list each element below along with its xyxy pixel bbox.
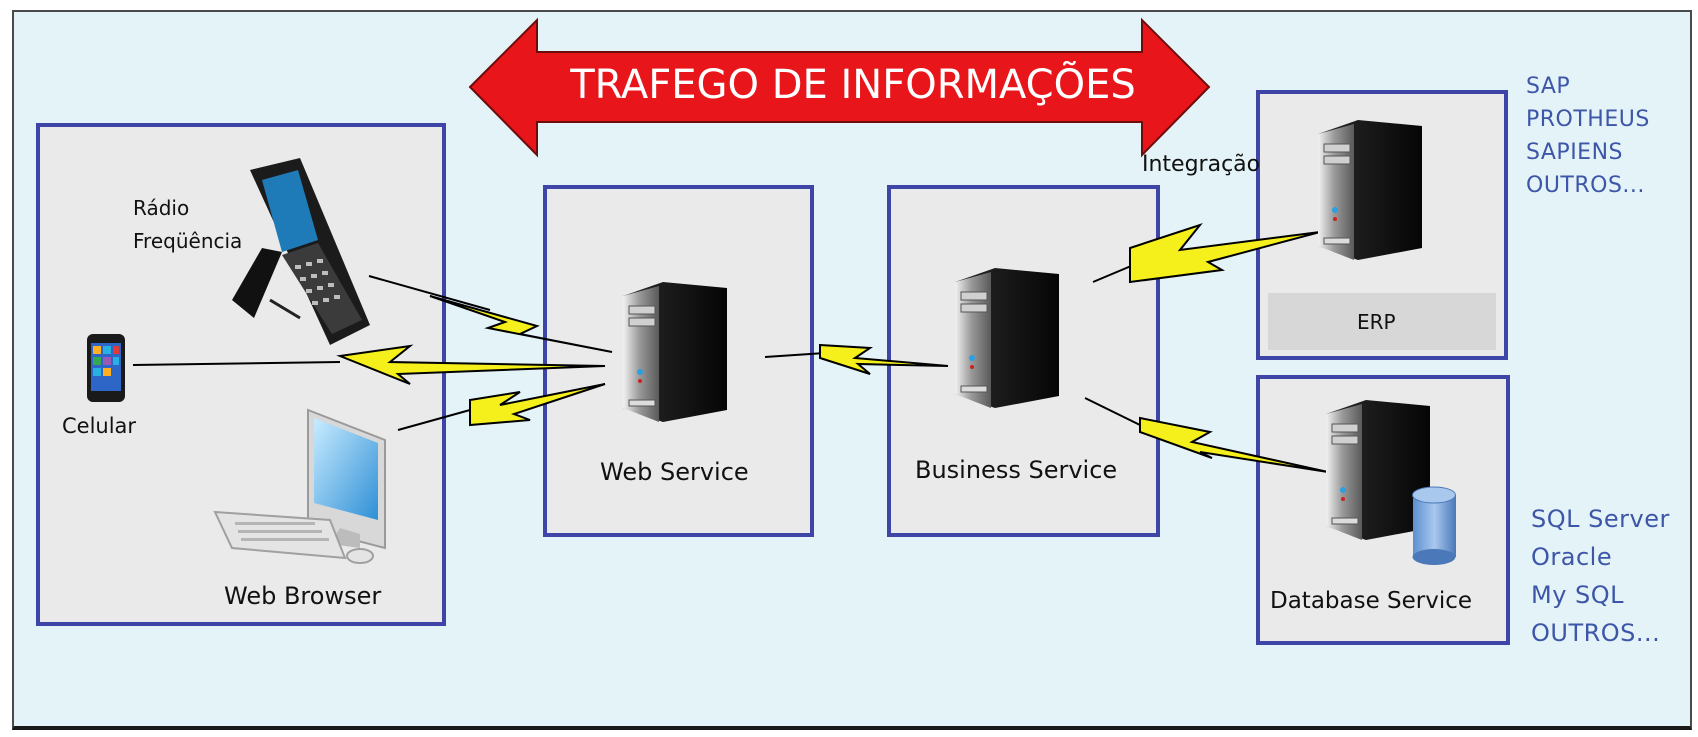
business-service-label: Business Service <box>915 456 1118 484</box>
browser-label: Web Browser <box>224 582 382 610</box>
database-item: My SQL <box>1531 581 1625 609</box>
web-service-server-icon <box>622 281 728 423</box>
bolt-browser <box>469 383 606 427</box>
phone-label: Celular <box>62 414 137 438</box>
radio-frequency-label: Rádio Freqüência <box>133 196 243 253</box>
erp-label-bar <box>1268 293 1496 350</box>
rf-scanner-icon <box>232 158 370 345</box>
database-cylinder-icon <box>1412 486 1456 565</box>
traffic-arrow-icon <box>468 17 1211 158</box>
databases-list: SQL Server Oracle My SQL OUTROS... <box>1531 500 1670 652</box>
bolt-business-erp <box>1129 223 1321 284</box>
bolt-web-business <box>819 343 949 375</box>
database-item: SQL Server <box>1531 505 1670 533</box>
traffic-title: TRAFEGO DE INFORMAÇÕES <box>570 62 1136 108</box>
mobile-phone-icon <box>87 334 125 402</box>
erp-server-icon <box>1317 119 1423 261</box>
bolt-phone <box>336 344 606 385</box>
erp-system-item: PROTHEUS <box>1526 107 1650 132</box>
web-service-label: Web Service <box>600 458 749 486</box>
integration-label: Integração <box>1142 152 1261 177</box>
database-service-label: Database Service <box>1270 588 1473 614</box>
bolt-radio <box>429 295 613 353</box>
erp-system-item: SAP <box>1526 74 1571 99</box>
erp-systems-list: SAP PROTHEUS SAPIENS OUTROS... <box>1526 70 1650 202</box>
erp-label: ERP <box>1357 310 1396 334</box>
bolt-business-db <box>1139 416 1329 473</box>
erp-system-item: SAPIENS <box>1526 140 1623 165</box>
business-service-server-icon <box>954 267 1060 409</box>
desktop-computer-icon <box>213 408 386 564</box>
erp-system-item: OUTROS... <box>1526 173 1645 198</box>
database-item: Oracle <box>1531 543 1613 571</box>
database-item: OUTROS... <box>1531 619 1661 647</box>
